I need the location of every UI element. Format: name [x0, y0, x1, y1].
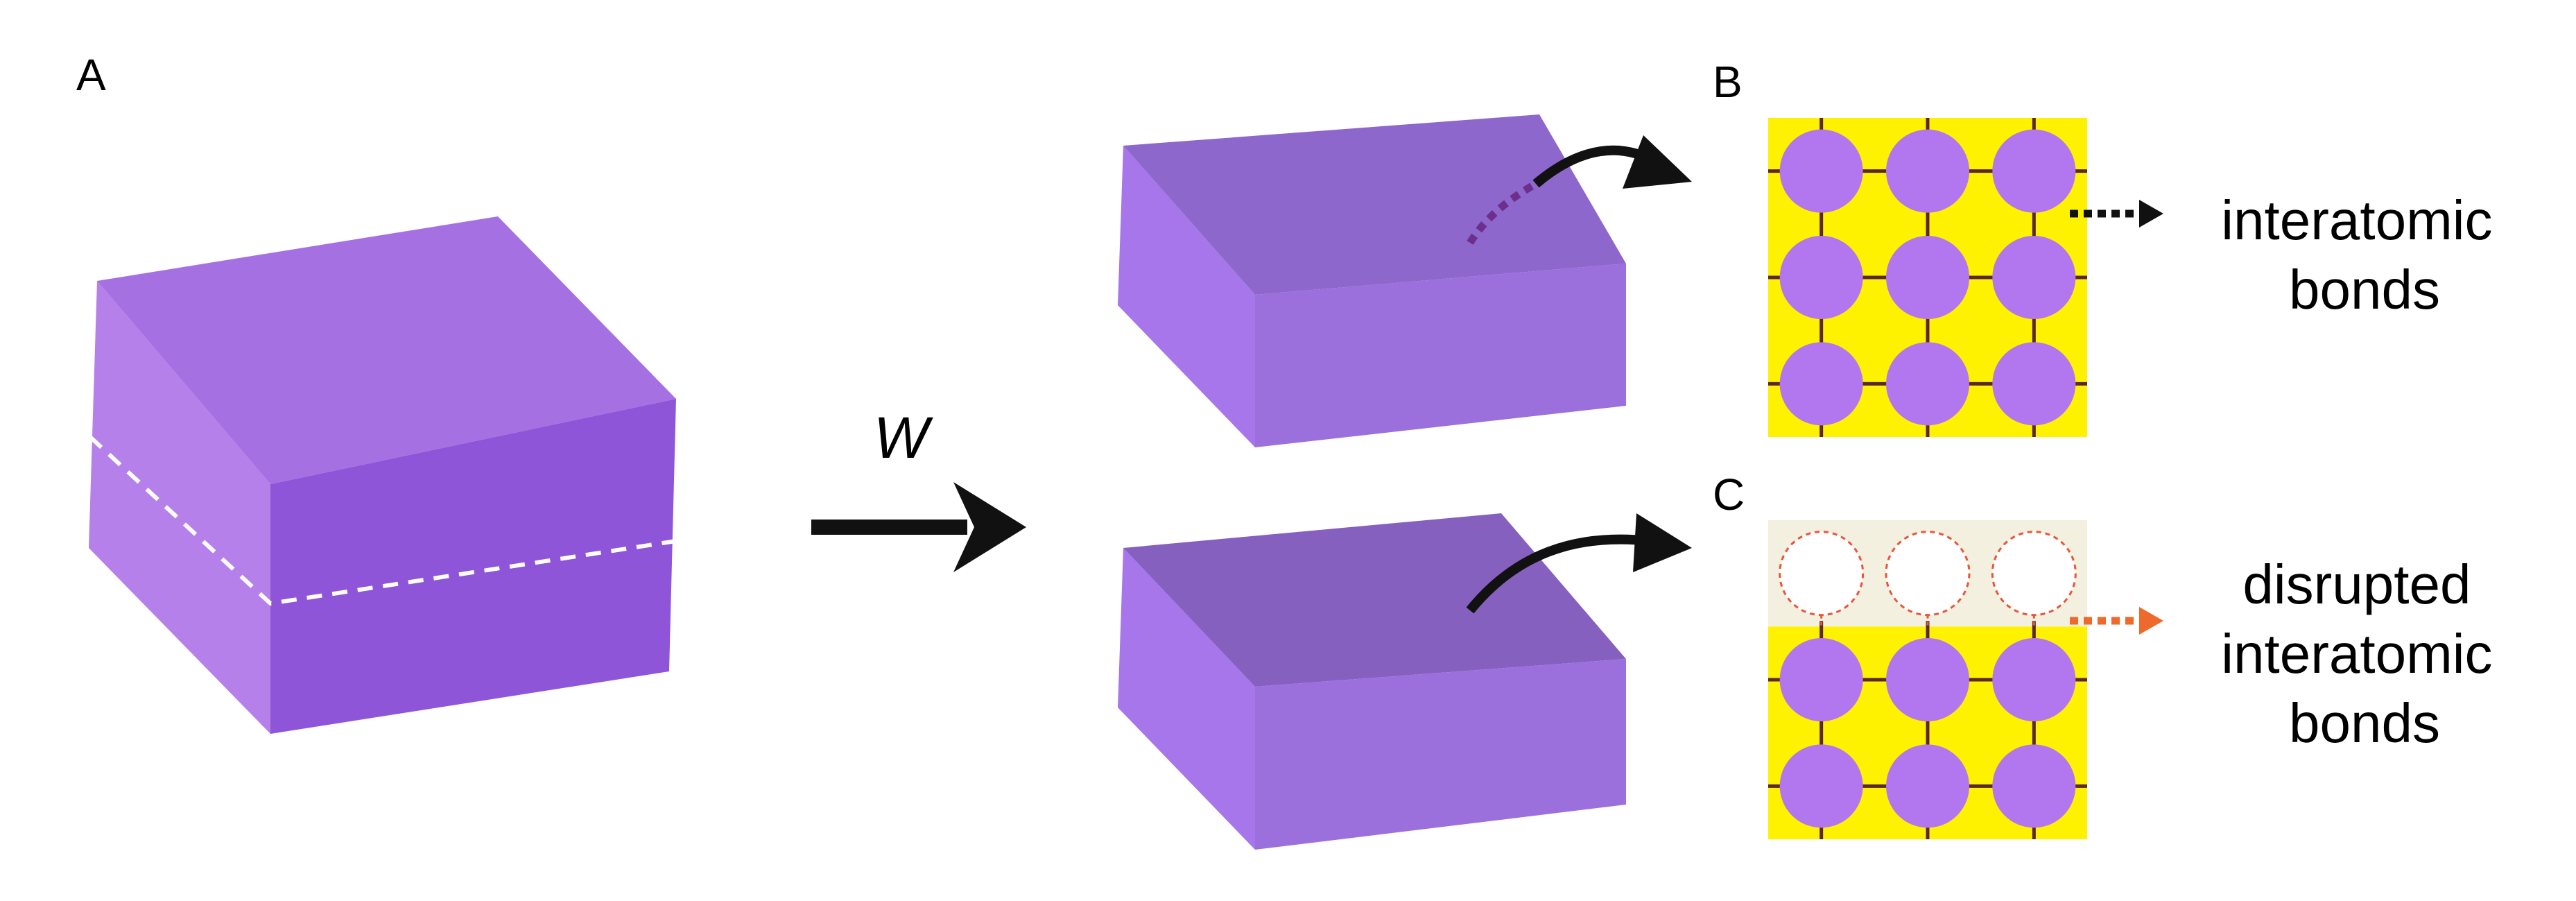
- vacant-atom: [1991, 531, 2077, 617]
- lower-block-left-face: [1118, 548, 1255, 850]
- panel-label-b: B: [1713, 57, 1743, 107]
- intact-block-front-face: [270, 399, 676, 734]
- lower-block-front-face: [1255, 659, 1626, 850]
- bonds-intact-label-line2: bonds: [2289, 259, 2440, 320]
- panel-label-a: A: [76, 50, 106, 100]
- vacant-atom: [1885, 531, 1971, 617]
- atom: [1992, 236, 2076, 319]
- fracture-plane-dashed-line: [88, 435, 677, 606]
- bonds-disrupted-label-line1: disrupted: [2242, 554, 2471, 615]
- lower-block: [1118, 513, 1626, 850]
- atom: [1886, 744, 1969, 828]
- arrow-to-b: [1532, 135, 1692, 189]
- intact-block-left-face: [89, 281, 270, 734]
- atom: [1779, 638, 1863, 721]
- atom: [1992, 129, 2076, 213]
- atom: [1992, 638, 2076, 721]
- lattice-c: [1768, 520, 2087, 839]
- bonds-intact-label: interatomic bonds: [2221, 189, 2507, 320]
- atom: [1992, 342, 2076, 426]
- bonds-disrupted-label-line2: interatomic: [2221, 623, 2492, 685]
- bonds-intact-label-line1: interatomic: [2221, 189, 2492, 251]
- atom: [1886, 342, 1969, 426]
- upper-block-top-face: [1123, 114, 1626, 295]
- lattice-b: [1768, 118, 2087, 437]
- upper-block-front-face: [1255, 264, 1626, 447]
- upper-block-left-face: [1118, 146, 1255, 447]
- atom: [1886, 129, 1969, 213]
- atom: [1779, 342, 1863, 426]
- atom: [1779, 236, 1863, 319]
- atom: [1992, 744, 2076, 828]
- atom: [1886, 638, 1969, 721]
- lower-block-top-face: [1123, 513, 1626, 687]
- dotted-arrow-disrupted: [2070, 607, 2163, 635]
- panel-label-c: C: [1713, 470, 1745, 520]
- bonds-disrupted-label: disrupted interatomic bonds: [2221, 554, 2507, 754]
- vacant-atom: [1779, 531, 1865, 617]
- arrow-to-c: [1466, 513, 1692, 614]
- bonds-disrupted-label-line3: bonds: [2289, 692, 2440, 754]
- work-label: W: [874, 405, 933, 470]
- upper-block: [1118, 114, 1626, 447]
- upper-dotted-trace: [1467, 180, 1538, 245]
- intact-block: [88, 216, 677, 734]
- atom: [1779, 129, 1863, 213]
- atom: [1779, 744, 1863, 828]
- work-arrow: [811, 482, 1026, 572]
- dotted-arrow-intact: [2070, 200, 2163, 228]
- atom: [1886, 236, 1969, 319]
- intact-block-top-face: [97, 216, 676, 484]
